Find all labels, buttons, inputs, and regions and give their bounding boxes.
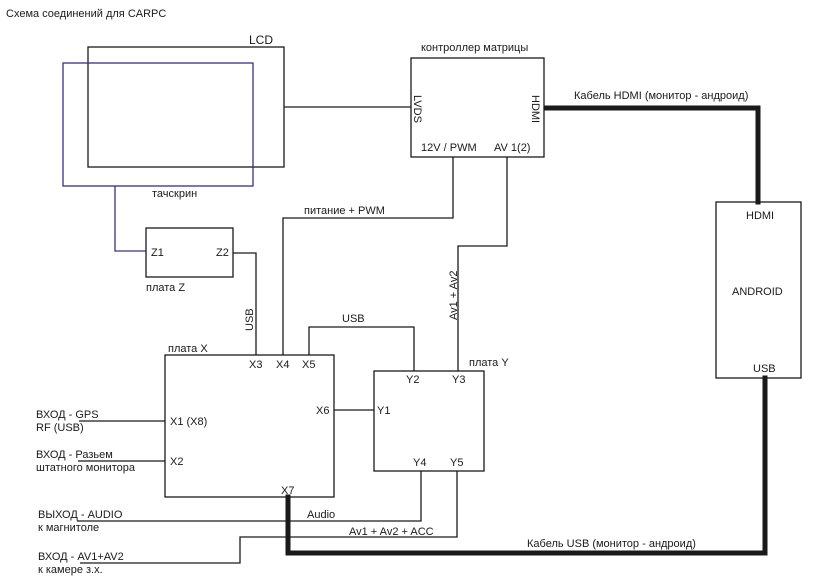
board-x-port-x6: X6 [316,405,329,417]
hdmi-cable [543,105,761,205]
gps-input-line2: RF (USB) [36,422,84,434]
board-y-port-y2: Y2 [406,374,419,386]
board-x-port-x5: X5 [302,359,315,371]
board-x-title: плата X [168,343,208,355]
board-y-port-y1: Y1 [377,405,390,417]
android-port-hdmi: HDMI [746,210,774,222]
audio-output-line1: ВЫХОД - AUDIO [38,509,123,521]
board-x-port-x1: X1 (X8) [170,416,207,428]
usb-x-y-label: USB [342,313,365,325]
monitor-input-line1: ВХОД - Разьем [36,449,113,461]
usb-x-y-wire [308,326,415,371]
controller-port-power: 12V / PWM [421,142,477,154]
android-title: ANDROID [732,286,783,298]
board-z-title: плата Z [146,282,185,294]
usb-z-x-label: USB [244,308,256,331]
board-x-port-x3: X3 [249,359,262,371]
controller-port-lvds: LVDS [411,95,423,123]
power-pwm-wire [282,157,454,355]
diagram-title: Схема соединений для CARPC [6,8,166,20]
audio-output-line2: к магнитоле [38,522,99,534]
android-box [715,201,802,379]
hdmi-cable-label: Кабель HDMI (монитор - андроид) [574,90,748,102]
board-y-port-y3: Y3 [452,374,465,386]
board-x-box [164,354,335,498]
board-x-port-x2: X2 [170,456,183,468]
usb-cable-label: Кабель USB (монитор - андроид) [527,538,696,550]
controller-port-hdmi: HDMI [529,95,541,123]
android-port-usb: USB [753,363,776,375]
touchscreen-label: тачскрин [152,188,197,200]
board-y-box [373,370,485,472]
camera-input-line2: к камере з.х. [38,564,103,576]
board-y-port-y5: Y5 [450,457,463,469]
board-y-port-y4: Y4 [413,457,426,469]
board-y-title: плата Y [469,357,509,369]
lcd-box [87,46,285,168]
av-acc-label: Av1 + Av2 + ACC [349,526,434,538]
audio-wire [77,471,422,522]
touchscreen-to-z1-wire [114,186,146,252]
gps-input-line1: ВХОД - GPS [36,409,99,421]
camera-input-line1: ВХОД - AV1+AV2 [38,551,124,563]
controller-port-av: AV 1(2) [494,142,530,154]
av-controller-y-label: Av1 + Av2 [448,271,460,320]
usb-cable [285,375,768,556]
audio-wire-label: Audio [307,509,335,521]
board-z-port-z1: Z1 [151,247,164,259]
usb-z-x-wire [233,252,257,355]
board-z-port-z2: Z2 [216,247,229,259]
camera-av-acc-wire [80,471,458,564]
controller-title: контроллер матрицы [421,42,528,54]
board-x-port-x7: X7 [281,485,294,497]
lcd-label: LCD [249,33,273,47]
board-x-port-x4: X4 [276,359,289,371]
monitor-input-line2: штатного монитора [36,462,136,474]
touchscreen-box [62,62,254,187]
av-controller-y-wire [457,157,508,371]
power-pwm-label: питание + PWM [304,205,385,217]
